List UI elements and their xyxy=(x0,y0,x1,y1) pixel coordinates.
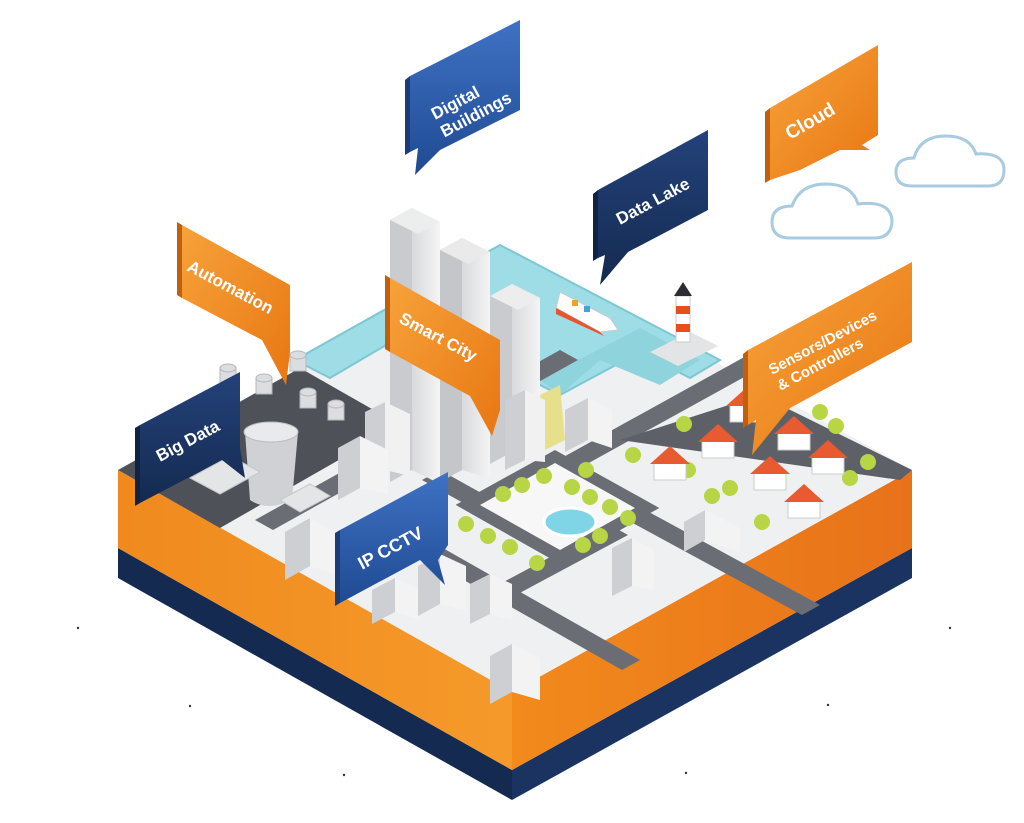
ship-icon xyxy=(555,291,619,336)
tag-digital-buildings: Digital Buildings xyxy=(405,20,520,175)
buildings xyxy=(285,208,740,704)
industrial-zone xyxy=(188,350,345,513)
trees xyxy=(458,404,876,571)
fountain-icon xyxy=(542,506,598,538)
decorative-dots xyxy=(76,626,952,777)
lighthouse-icon xyxy=(650,282,718,366)
cloud-outline-icon xyxy=(770,134,1006,240)
tag-sensors-devices-controllers: Sensors/Devices & Controllers xyxy=(743,262,912,455)
tag-data-lake: Data Lake xyxy=(593,130,708,285)
tag-cloud: Cloud xyxy=(765,45,878,183)
tag-big-data: Big Data xyxy=(135,372,245,506)
tag-automation: Automation xyxy=(177,222,290,385)
